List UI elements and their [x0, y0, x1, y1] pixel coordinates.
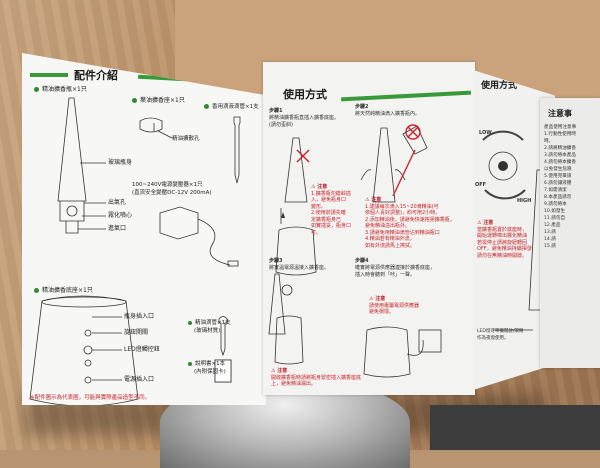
step2-text: 將天然純精油滴入擴香瓶內。	[355, 111, 421, 117]
adapter-label: 100~240V電源變壓器×1只	[132, 182, 203, 188]
operation-title: 使用方式	[481, 81, 518, 91]
led-note: LED燈可單獨開啟/關閉作為夜燈使用。	[477, 329, 524, 341]
title-rule-left	[30, 73, 68, 77]
step4-title: 步驟4	[355, 258, 369, 264]
dark-case	[430, 405, 600, 450]
accessories-panel: 配件介紹 精油擴香瓶×1只 葉油擴香座×1只 香用滴液滴管×1支	[22, 53, 266, 405]
page-title: 配件介紹	[74, 69, 118, 82]
step2-title: 步驟2	[355, 104, 369, 110]
acc-dropper-note: (玻璃材質)	[194, 328, 221, 334]
label-nozzle: 精油擴散孔	[172, 136, 200, 142]
step3-text: 將實溫電源溫接入擴香座。	[269, 265, 330, 271]
item-bottle: 精油擴香瓶×1只	[34, 86, 87, 94]
acc-manual: 說明書×1本	[188, 360, 225, 368]
step2-note: ⚠ 注意 1.建議每次滴入15~20滴精油(可依個人喜好調整)，約可用2小時。2…	[365, 197, 455, 249]
usage-title: 使用方式	[283, 88, 327, 101]
step4-note: ⚠ 注意 請使用專屬電源供應器避免損壞。	[369, 296, 420, 315]
item-pad: 葉油擴香座×1只	[132, 97, 185, 105]
usage-illustrations	[268, 124, 442, 378]
label-switch: 旋鈕開關	[124, 329, 149, 336]
step1-text: 將精油擴香瓶直插入擴香底座。(請勿歪斜)	[269, 115, 340, 128]
step3-title: 步驟3	[269, 258, 283, 264]
step1-title: 步驟1	[269, 108, 283, 114]
step4-text: 確實將電源供應器連接於擴香底座，插入時會聽到「咔」一聲。	[355, 265, 436, 278]
footnote: ※配件圖示為代表圖，可能與實際產品造型不同。	[30, 395, 151, 401]
label-outlet: 出氣孔	[108, 199, 127, 206]
knob-off: OFF	[475, 182, 487, 188]
label-power: 電源插入口	[124, 376, 155, 383]
label-led: LED燈觸控鈕	[124, 346, 160, 353]
knob-high: HIGH	[517, 198, 532, 204]
label-intake: 進氣口	[108, 225, 127, 232]
adapter-spec: (直流安全變壓DC-12V 200mA)	[132, 190, 212, 196]
usage-panel: 使用方式 步驟1 將精油擴香瓶直插入擴香底座。(請勿歪斜) 步驟2 將天然純精油…	[263, 62, 475, 395]
base-title: 精油擴香底座×1只	[34, 287, 93, 295]
accessory-illustrations	[29, 97, 241, 405]
caution-title: 注意事	[548, 109, 572, 118]
item-dropper: 香用滴液滴管×1支	[204, 103, 259, 111]
knob-low: LOW	[479, 130, 492, 136]
step3-note: ⚠ 注意 開啟擴香瓶時請將瓶身緊密插入擴香座底上，避免精油漏出。	[271, 368, 362, 387]
label-insert: 瓶身插入口	[124, 313, 155, 320]
step1-note: ⚠ 注意 1.擴香瓶勿錯斜插入，避免瓶身口變形。2.使用前請先確定擴香瓶身已如實…	[311, 184, 352, 236]
acc-manual-note: (內附保固卡)	[194, 369, 226, 375]
label-wick: 霧化噴心	[108, 212, 133, 219]
acc-dropper: 精油滴管×1支	[188, 319, 231, 327]
label-glass: 玻璃瓶身	[108, 159, 133, 166]
